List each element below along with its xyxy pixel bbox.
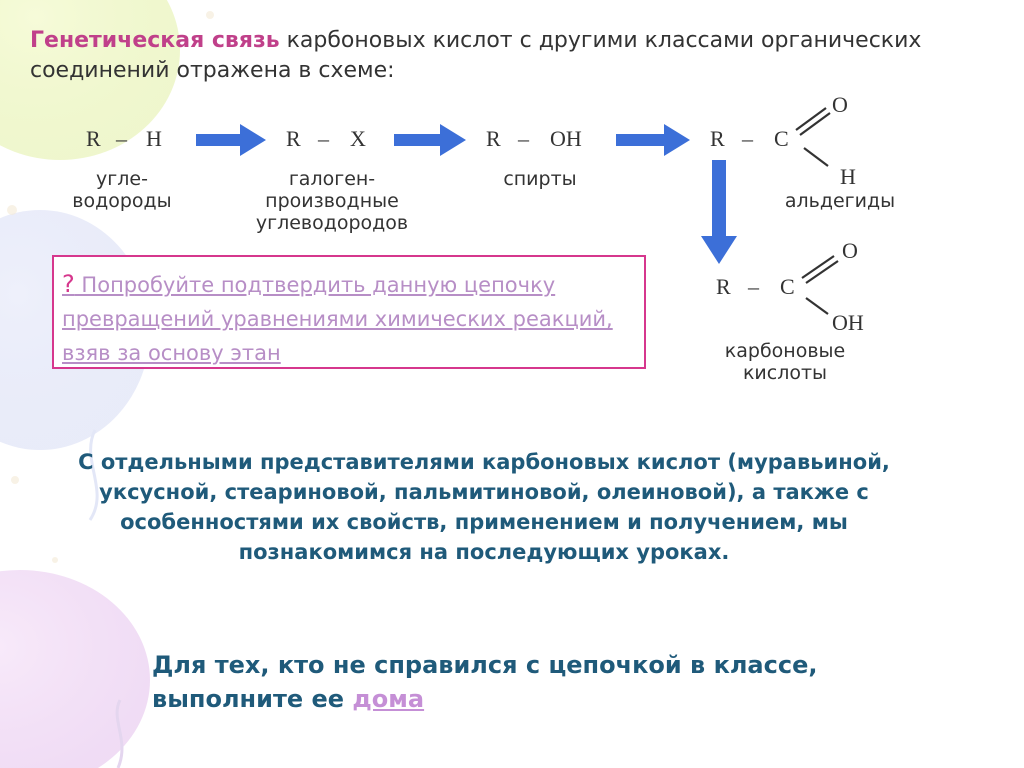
reaction-scheme: R – H R – X R – OH R – C O H R – C O OH — [86, 92, 864, 335]
double-bond — [799, 112, 831, 136]
task-box: ? Попробуйте подтвердить данную цепочку … — [52, 255, 646, 369]
atom-r: R — [710, 126, 725, 151]
label-alcohols: спирты — [503, 168, 577, 190]
task-text[interactable]: ? Попробуйте подтвердить данную цепочку … — [62, 267, 636, 370]
balloon-string — [115, 699, 124, 768]
bond-dash: – — [115, 126, 128, 151]
atom-h: H — [840, 164, 856, 189]
atom-c: C — [780, 274, 795, 299]
atom-r: R — [86, 126, 101, 151]
atom-h: H — [146, 126, 162, 151]
group-oh: OH — [550, 126, 582, 151]
arrow-right-icon — [394, 124, 466, 156]
label-hydrocarbons: угле- водороды — [72, 168, 172, 212]
bond-dash: – — [747, 274, 760, 299]
atom-r: R — [716, 274, 731, 299]
atom-c: C — [774, 126, 789, 151]
bond-dash: – — [317, 126, 330, 151]
balloon-string — [88, 429, 99, 521]
label-haloalkanes: галоген- производные углеводородов — [255, 168, 409, 234]
homework-note: Для тех, кто не справился с цепочкой в к… — [152, 648, 872, 716]
atom-o: O — [832, 92, 848, 117]
atom-r: R — [286, 126, 301, 151]
task-body: Попробуйте подтвердить данную цепочку пр… — [62, 273, 613, 365]
label-carboxylic-acids: карбоновые кислоты — [724, 340, 846, 384]
atom-r: R — [486, 126, 501, 151]
atom-x: X — [350, 126, 366, 151]
arrow-right-icon — [196, 124, 266, 156]
info-paragraph: С отдельными представителями карбоновых … — [78, 450, 890, 564]
question-mark-icon: ? — [62, 270, 75, 298]
double-bond — [795, 107, 827, 131]
single-bond — [803, 147, 829, 167]
double-bond — [805, 260, 839, 284]
arrow-right-icon — [616, 124, 690, 156]
bond-dash: – — [741, 126, 754, 151]
title-highlight: Генетическая связь — [30, 28, 280, 53]
title-text: карбоновых кислот с другими классами орг… — [30, 28, 922, 83]
balloon-yellow — [0, 0, 180, 160]
bond-dash: – — [517, 126, 530, 151]
single-bond — [805, 297, 829, 315]
group-oh: OH — [832, 310, 864, 335]
atom-o: O — [842, 238, 858, 263]
page-title: Генетическая связь карбоновых кислот с д… — [30, 26, 930, 86]
home-link[interactable]: дома — [352, 685, 425, 713]
arrow-down-icon — [701, 160, 737, 264]
label-aldehydes: альдегиды — [784, 190, 896, 212]
balloon-pink — [0, 570, 150, 768]
double-bond — [801, 255, 835, 279]
homework-text: Для тех, кто не справился с цепочкой в к… — [152, 651, 818, 713]
